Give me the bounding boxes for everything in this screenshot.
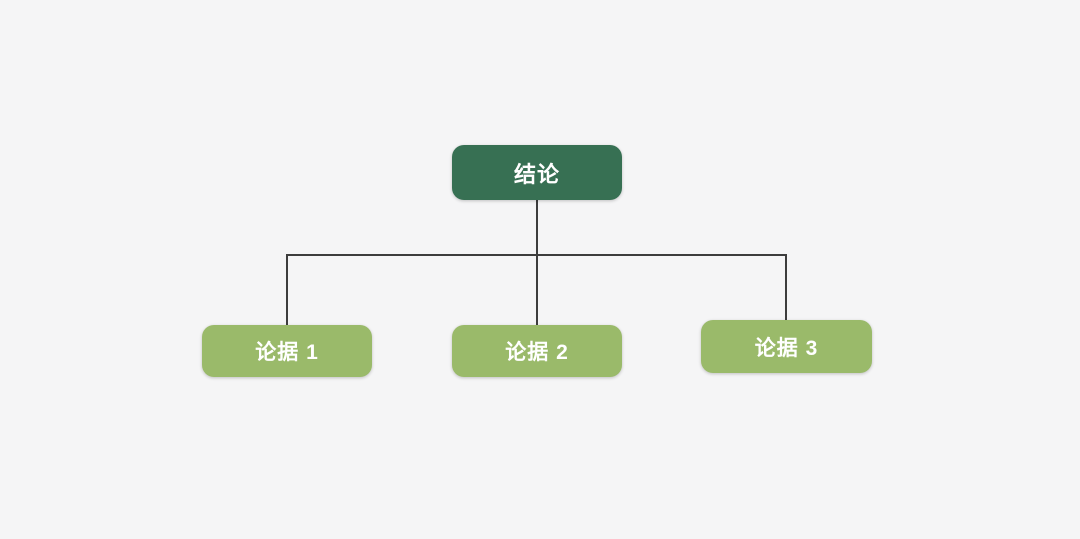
root-node-label: 结论 (513, 161, 560, 187)
connector-drop-right (785, 254, 787, 321)
child-node-argument-3[interactable]: 论据 3 (701, 320, 872, 373)
connector-crossbar (286, 254, 787, 256)
root-node-conclusion[interactable]: 结论 (452, 145, 622, 200)
child-node-argument-1-label: 论据 1 (255, 341, 319, 364)
child-node-argument-2-label: 论据 2 (505, 341, 569, 364)
connector-drop-left (286, 254, 288, 326)
child-node-argument-2[interactable]: 论据 2 (452, 325, 622, 377)
child-node-argument-1[interactable]: 论据 1 (202, 325, 372, 377)
connector-root-trunk (536, 200, 538, 326)
child-node-argument-3-label: 论据 3 (754, 336, 819, 360)
